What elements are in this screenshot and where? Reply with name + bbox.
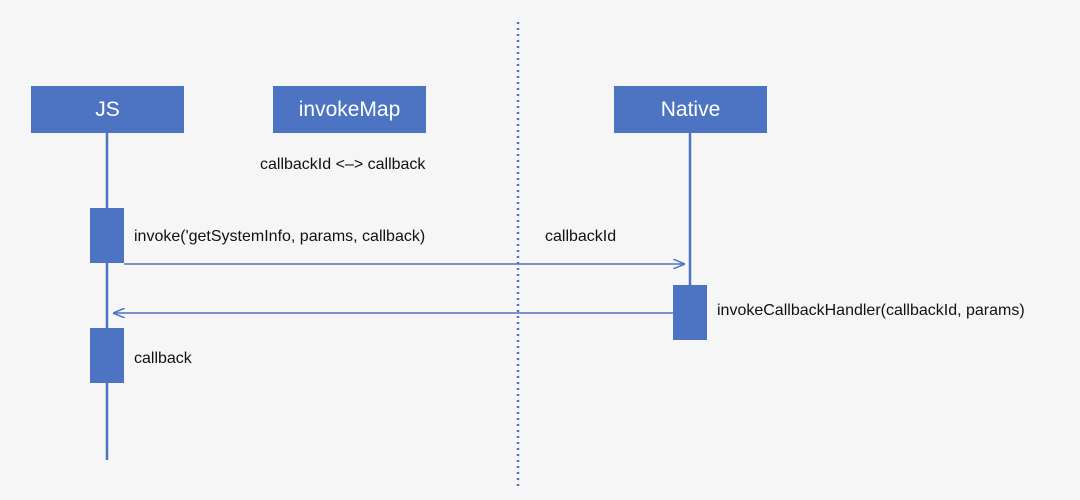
callback-label: callback: [134, 350, 192, 367]
js-participant: JS: [31, 86, 184, 133]
invoke-handler-label: invokeCallbackHandler(callbackId, params…: [717, 302, 1025, 319]
invokemap-participant: invokeMap: [273, 86, 426, 133]
native-participant: Native: [614, 86, 767, 133]
native-activation: [673, 285, 707, 340]
js-activation-invoke: [90, 208, 124, 263]
js-activation-callback: [90, 328, 124, 383]
invoke-message-label: invoke('getSystemInfo, params, callback): [134, 228, 426, 245]
callbackid-message-label: callbackId: [545, 228, 617, 245]
map-relation-note: callbackId <–> callback: [260, 156, 426, 173]
